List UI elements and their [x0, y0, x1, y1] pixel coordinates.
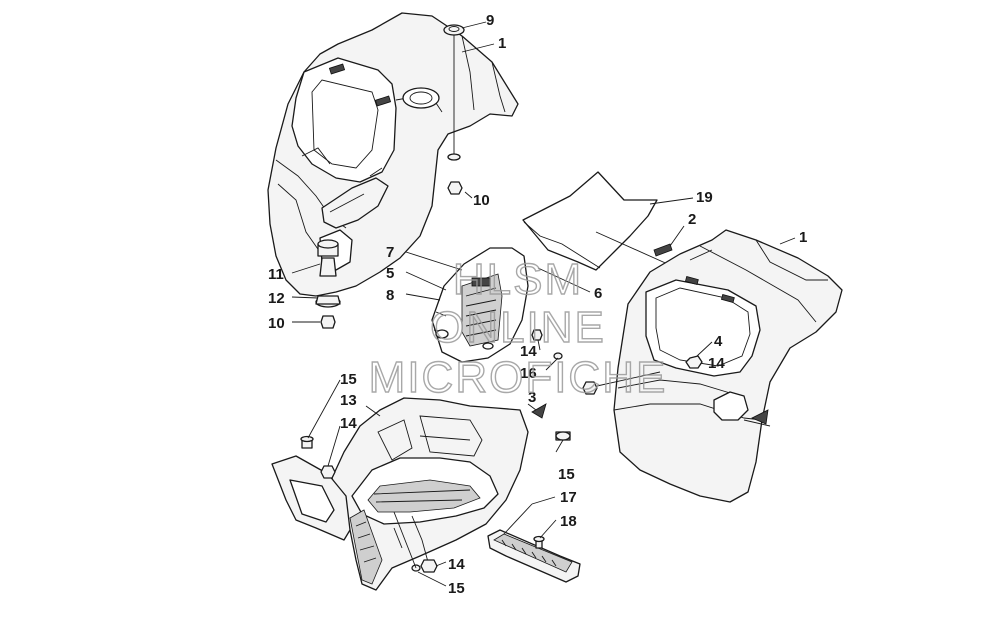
callout-19[interactable]: 19	[696, 189, 713, 206]
callout-7[interactable]: 7	[386, 244, 394, 261]
footwell-13	[271, 397, 529, 591]
callout-4[interactable]: 4	[714, 333, 723, 350]
callout-3[interactable]: 3	[528, 389, 536, 406]
callout-17[interactable]: 17	[560, 489, 577, 506]
callout-15-top[interactable]: 15	[340, 371, 357, 388]
callout-14-bottom[interactable]: 14	[448, 556, 465, 573]
callout-14-right[interactable]: 14	[708, 355, 725, 372]
fastener-stack-left	[315, 239, 341, 329]
footwell-fasteners	[300, 403, 571, 573]
watermark-line-2: ONLINE	[430, 303, 606, 352]
callout-15-bottom[interactable]: 15	[448, 580, 465, 597]
center-panel	[431, 247, 529, 363]
callout-9[interactable]: 9	[486, 12, 494, 29]
watermark-line-3: MICROFICHE	[369, 353, 668, 402]
callout-16[interactable]: 16	[520, 365, 537, 382]
callout-8[interactable]: 8	[386, 287, 394, 304]
bolt-18	[533, 535, 545, 549]
callout-10-left[interactable]: 10	[268, 315, 285, 332]
callout-6[interactable]: 6	[594, 285, 602, 302]
callout-14-center[interactable]: 14	[520, 343, 537, 360]
right-front-fender	[613, 229, 843, 503]
callout-18[interactable]: 18	[560, 513, 577, 530]
callouts: 9 1 10 19 2 1 7 5 8 6 11 12 10 4 14 14 1…	[268, 12, 807, 597]
footrest-17	[487, 529, 581, 583]
callout-11[interactable]: 11	[268, 266, 284, 283]
nut-10-upper	[447, 181, 463, 195]
center-hardware	[531, 329, 661, 395]
callout-1-upper[interactable]: 1	[498, 35, 506, 52]
leader-lines	[291, 21, 796, 587]
callout-2[interactable]: 2	[688, 211, 696, 228]
push-rivet-9	[443, 24, 465, 161]
watermark: HLSM ONLINE MICROFICHE	[368, 254, 668, 402]
clip-2	[653, 243, 673, 257]
callout-12[interactable]: 12	[268, 290, 285, 307]
callout-1-right[interactable]: 1	[799, 229, 807, 246]
watermark-line-1: HLSM	[453, 255, 583, 304]
callout-15-right[interactable]: 15	[558, 466, 575, 483]
callout-10-upper[interactable]: 10	[473, 192, 490, 209]
callout-13[interactable]: 13	[340, 392, 357, 409]
callout-5[interactable]: 5	[386, 265, 394, 282]
callout-14-left[interactable]: 14	[340, 415, 357, 432]
